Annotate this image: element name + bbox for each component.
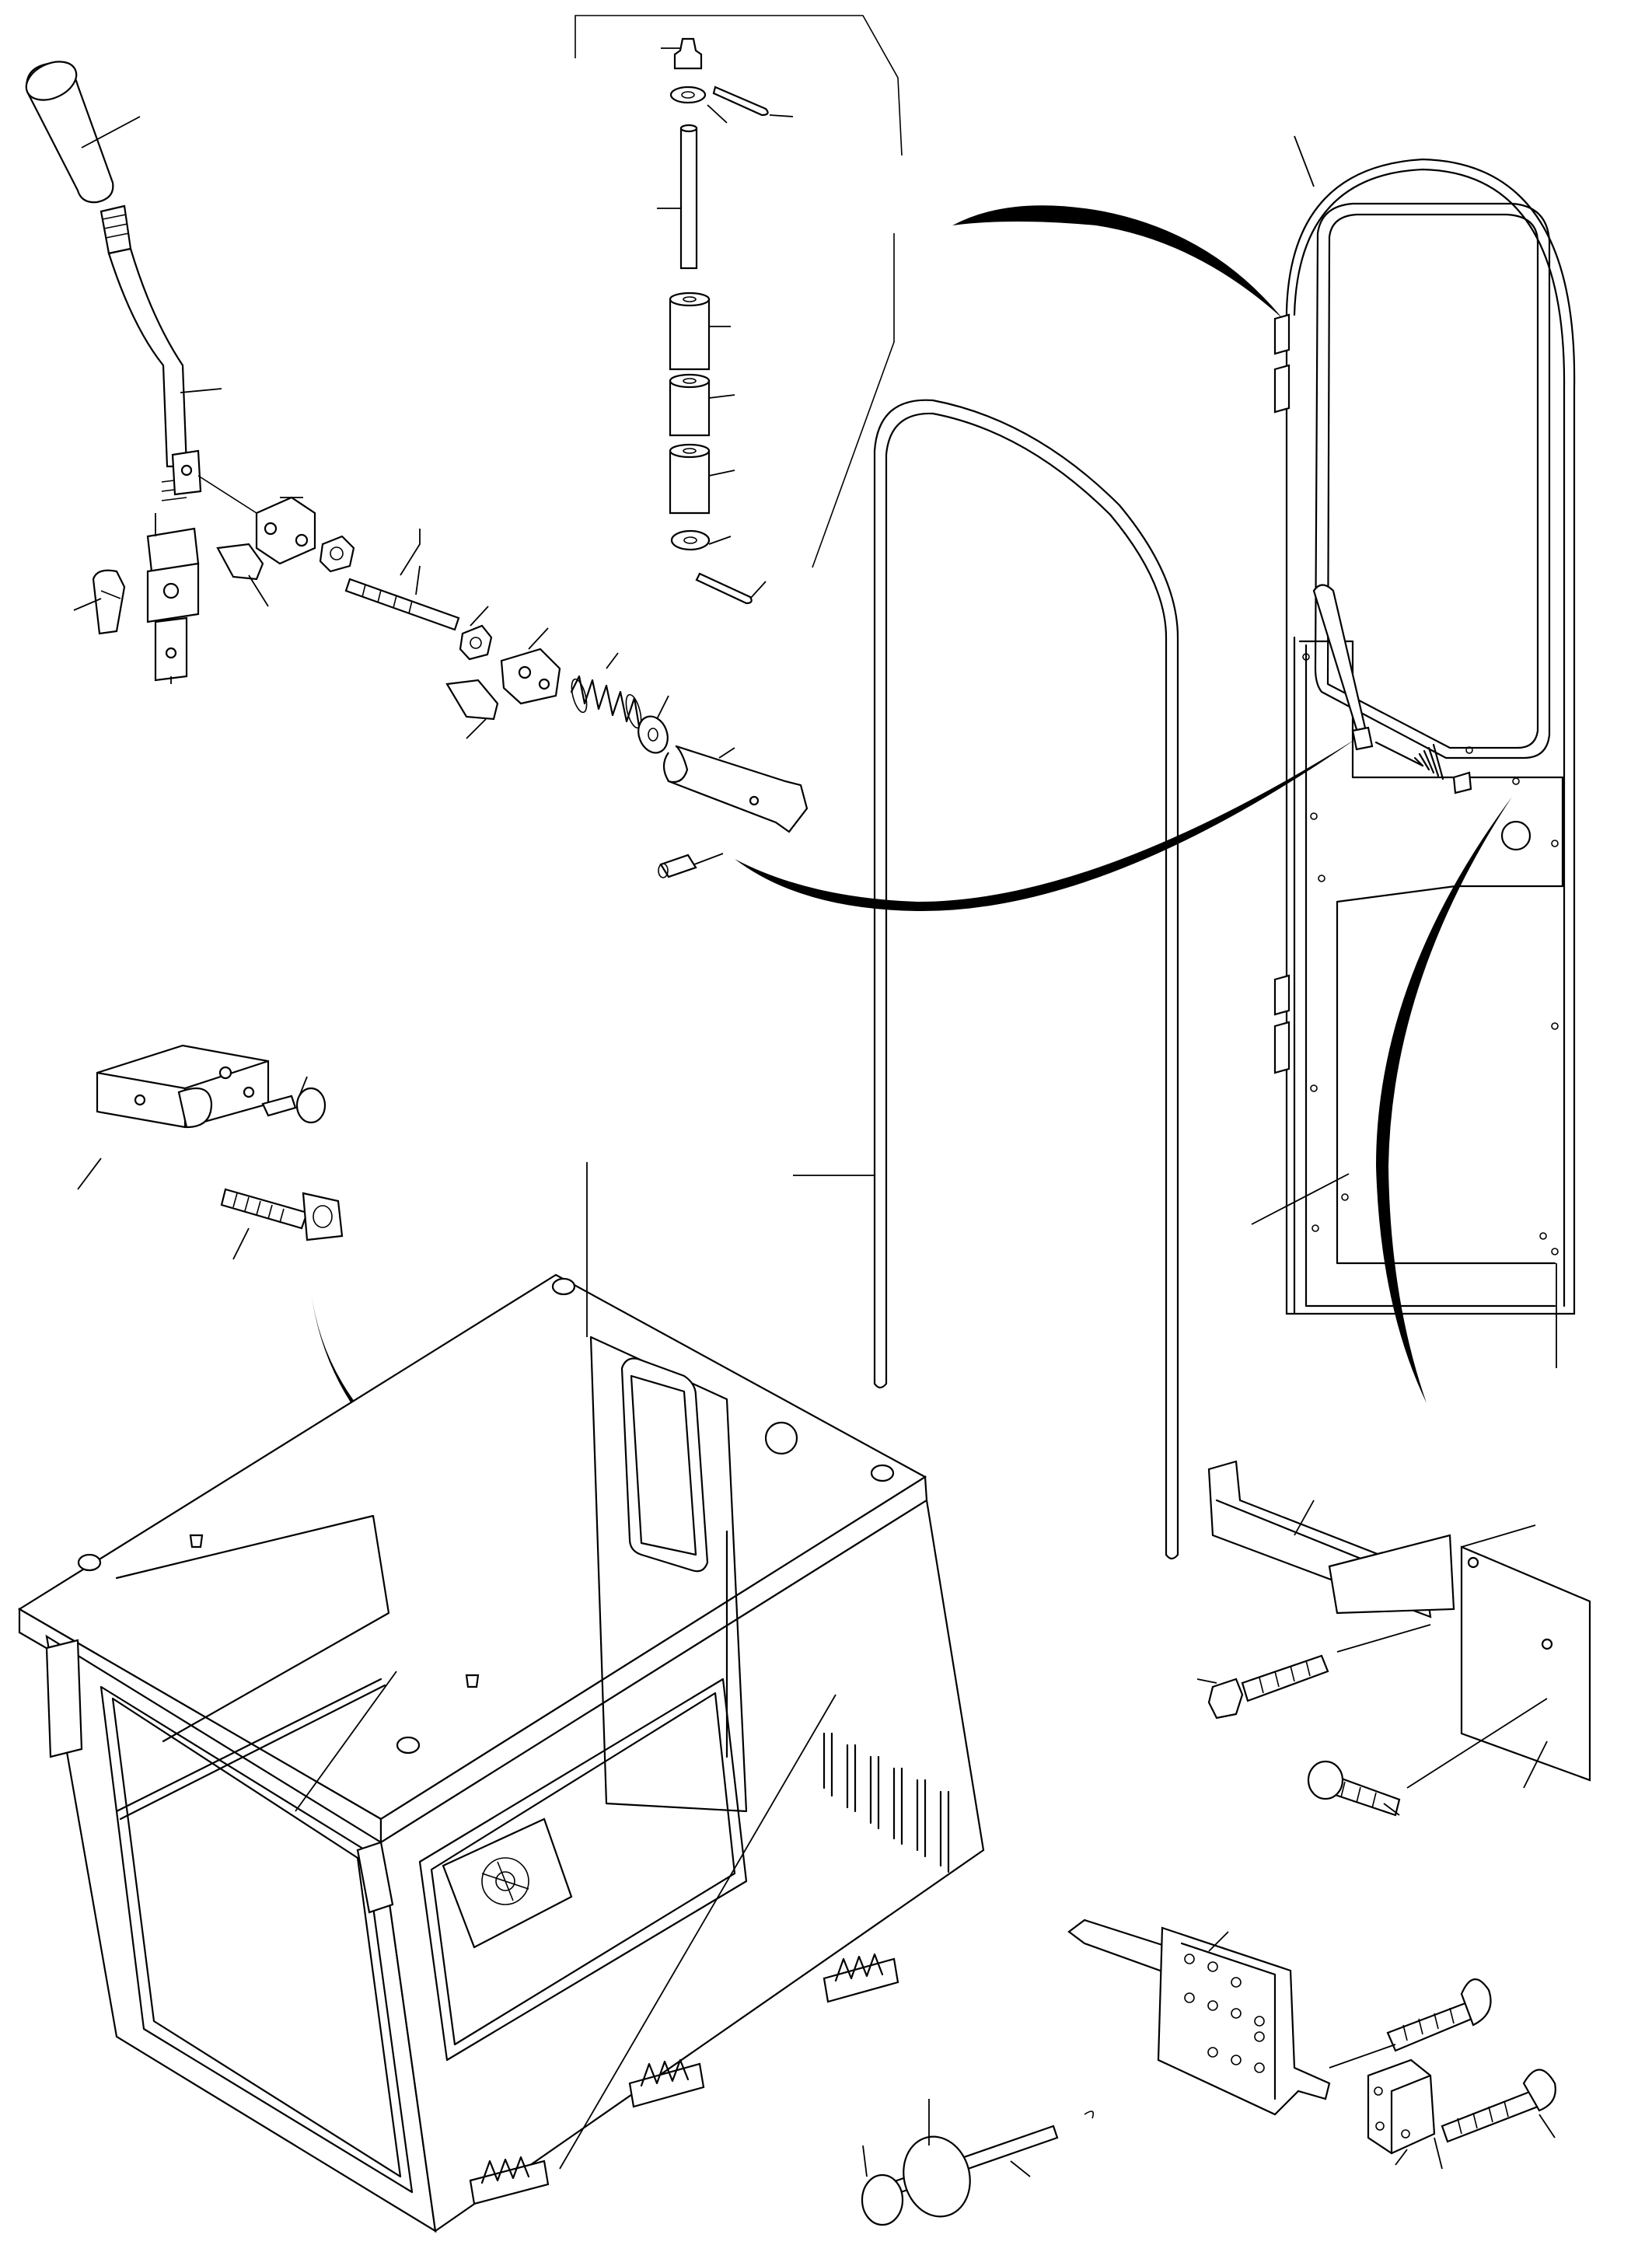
- leader-lines-lever: [73, 116, 735, 759]
- grip-handle: [1196, 1460, 1591, 1817]
- lever-rod: [107, 247, 188, 468]
- lock-rod: [662, 745, 809, 833]
- arrow-lever-to-door: [735, 738, 1357, 912]
- clip-pin-left: [92, 569, 126, 635]
- spring: [570, 675, 642, 729]
- operator-cab: [17, 1162, 985, 2233]
- lever-neck: [100, 204, 132, 255]
- cab-door: [1251, 135, 1576, 1368]
- hinge-pin-stack: [575, 15, 903, 605]
- lever-knob: [25, 61, 114, 204]
- yoke: [255, 496, 316, 565]
- arrow-door-to-latch: [1376, 797, 1512, 1403]
- threaded-rod: [344, 578, 460, 631]
- lever-mount: [146, 527, 200, 682]
- door-lock-latch: [77, 1044, 344, 1260]
- arrow-hinge-to-door: [952, 205, 1283, 319]
- door-seal-outline: [793, 399, 1179, 1560]
- door-catch-assembly: [861, 1919, 1556, 2226]
- shift-lever-assembly: [25, 61, 809, 878]
